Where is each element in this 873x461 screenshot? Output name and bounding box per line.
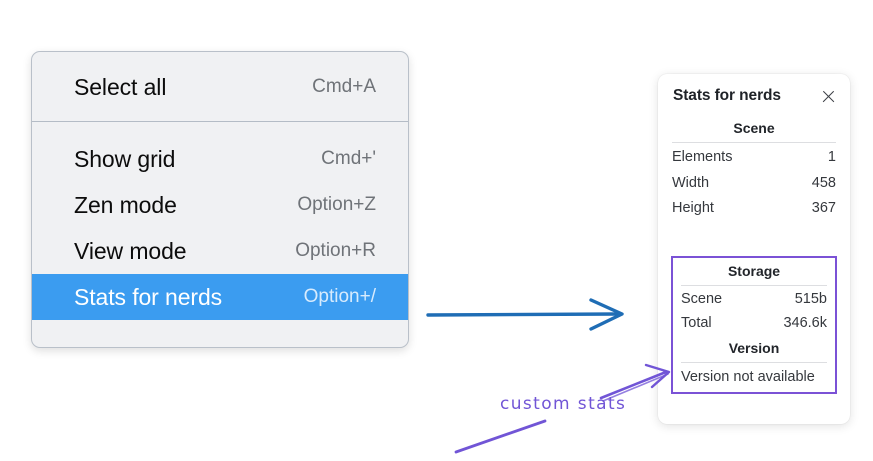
close-icon[interactable] bbox=[820, 88, 837, 105]
storage-section-heading: Storage bbox=[727, 263, 781, 279]
section-divider bbox=[672, 142, 836, 143]
menu-item-view-mode[interactable]: View mode Option+R bbox=[32, 228, 408, 274]
section-divider bbox=[681, 362, 827, 364]
menu-item-shortcut: Option+Z bbox=[297, 194, 376, 215]
panel-header: Stats for nerds bbox=[658, 74, 850, 113]
stat-key: Width bbox=[672, 174, 710, 191]
stat-row: Height 367 bbox=[671, 196, 837, 222]
stat-row: Width 458 bbox=[671, 171, 837, 197]
stat-key: Elements bbox=[672, 149, 733, 165]
menu-item-zen-mode[interactable]: Zen mode Option+Z bbox=[32, 182, 408, 228]
stats-for-nerds-panel: Stats for nerds Scene Elements 1 Width 4… bbox=[658, 74, 850, 424]
menu-item-shortcut: Option+/ bbox=[303, 286, 376, 307]
stat-value: 367 bbox=[811, 200, 836, 217]
menu-item-label: Zen mode bbox=[74, 191, 177, 218]
stat-row: Elements 1 bbox=[671, 145, 837, 171]
stat-key: Height bbox=[672, 200, 714, 217]
section-divider bbox=[681, 285, 827, 286]
menu-group-primary: Select all Cmd+A bbox=[32, 52, 408, 122]
scene-section-heading: Scene bbox=[733, 120, 775, 136]
menu-item-label: View mode bbox=[74, 237, 187, 264]
custom-stats-annotation-label: custom stats bbox=[500, 394, 627, 414]
menu-item-label: Show grid bbox=[74, 145, 176, 172]
version-section-heading: Version bbox=[728, 340, 780, 357]
scene-section: Scene Elements 1 Width 458 Height 367 bbox=[658, 113, 850, 222]
stat-row: Total 346.6k bbox=[680, 312, 828, 336]
menu-item-shortcut: Cmd+A bbox=[312, 76, 376, 97]
stat-value: 346.6k bbox=[783, 314, 827, 331]
custom-stats-section: Storage Scene 515b Total 346.6k Version … bbox=[671, 256, 837, 395]
stat-value: 1 bbox=[827, 149, 836, 165]
context-menu[interactable]: Select all Cmd+A Show grid Cmd+' Zen mod… bbox=[31, 51, 409, 348]
stat-value: 458 bbox=[811, 174, 836, 191]
callout-underline bbox=[454, 419, 547, 454]
menu-item-shortcut: Option+R bbox=[295, 240, 376, 261]
menu-item-show-grid[interactable]: Show grid Cmd+' bbox=[32, 136, 408, 182]
flow-arrow bbox=[426, 298, 624, 331]
version-text: Version not available bbox=[681, 369, 815, 386]
menu-item-shortcut: Cmd+' bbox=[321, 148, 376, 169]
menu-item-select-all[interactable]: Select all Cmd+A bbox=[32, 64, 408, 110]
menu-group-secondary: Show grid Cmd+' Zen mode Option+Z View m… bbox=[32, 122, 408, 330]
stat-value: 515b bbox=[794, 291, 827, 307]
menu-item-label: Stats for nerds bbox=[74, 283, 223, 310]
stat-key: Total bbox=[681, 314, 712, 331]
stat-row: Scene 515b bbox=[680, 288, 828, 312]
menu-item-label: Select all bbox=[74, 73, 167, 100]
stat-key: Scene bbox=[681, 291, 723, 307]
panel-title: Stats for nerds bbox=[673, 87, 781, 104]
menu-item-stats-for-nerds[interactable]: Stats for nerds Option+/ bbox=[32, 274, 408, 320]
